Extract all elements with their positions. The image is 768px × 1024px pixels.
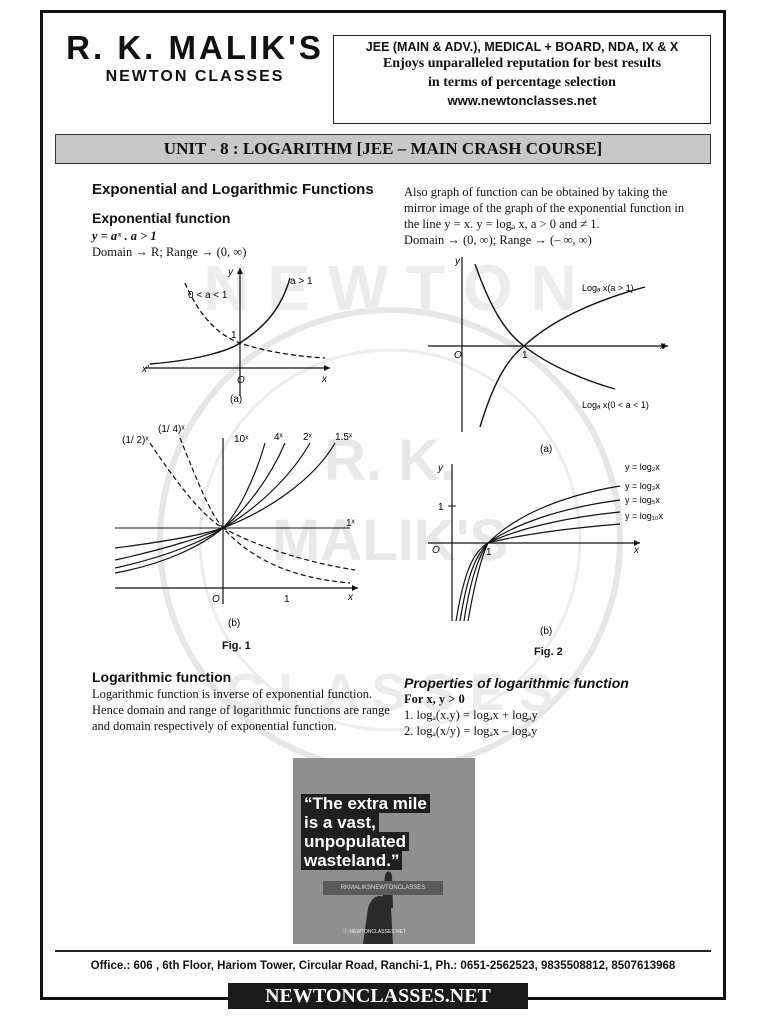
exp-function-title: Exponential function: [92, 210, 231, 226]
fig1b-label-15x: 1.5ˣ: [335, 432, 353, 443]
fig1a-graph: a > 1 0 < a < 1 y x x' O 1 (a): [141, 267, 330, 405]
fig2a-label-a-lt-1: Logₐ x(0 < a < 1): [582, 400, 649, 410]
fig2a-one-label: 1: [522, 350, 528, 361]
property-1: 1. logₐ(x.y) = logₐx + logₐy: [404, 708, 538, 722]
fig1b-label-quarter: (1/ 4)ˣ: [158, 424, 185, 435]
fig2b-one-x-label: 1: [486, 547, 492, 558]
fig1a-one-label: 1: [231, 330, 237, 341]
header-tagline-1: Enjoys unparalleled reputation for best …: [382, 56, 662, 71]
fig1a-xprime-label: x': [141, 364, 150, 375]
fig1a-curve-a-lt-1: [184, 282, 326, 359]
footer-site[interactable]: NEWTONCLASSES.NET: [228, 983, 528, 1009]
fig2b-label-log10: y = log₁₀x: [625, 511, 664, 521]
quote-line-2: is a vast,: [301, 813, 379, 832]
fig2a-caption: (a): [540, 444, 552, 455]
fig2a-origin-label: O: [454, 350, 462, 361]
fig1b-x-label: x: [347, 592, 354, 603]
fig2b-label-log5: y = log₅x: [625, 495, 660, 505]
fig1b-label-1x: 1ˣ: [346, 518, 356, 529]
fig1b-one-label: 1: [284, 594, 290, 605]
right-text-line-3: the line y = x. y = logₐ x, a > 0 and ≠ …: [404, 217, 600, 231]
facebook-icon: ⓕ: [343, 929, 349, 935]
fig2b-caption: (b): [540, 626, 552, 637]
fig1a-label-a-lt-1: 0 < a < 1: [188, 290, 228, 301]
log-text-line-1: Logarithmic function is inverse of expon…: [92, 687, 373, 701]
fig2b-curve-log3: [459, 499, 621, 622]
fig1a-y-label: y: [227, 267, 234, 278]
fig1a-origin-label: O: [237, 375, 245, 386]
fig2b-one-y-label: 1: [438, 502, 444, 513]
properties-condition: For x, y > 0: [404, 692, 465, 706]
right-text-line-2: mirror image of the graph of the exponen…: [404, 201, 685, 215]
log-function-title: Logarithmic function: [92, 669, 232, 685]
right-text-line-1: Also graph of function can be obtained b…: [404, 185, 668, 199]
fig1b-curve-half-x: [149, 442, 356, 571]
fig2a-x-label: x: [659, 341, 666, 352]
header-info-box: JEE (MAIN & ADV.), MEDICAL + BOARD, NDA,…: [333, 35, 711, 124]
header-url[interactable]: www.newtonclasses.net: [447, 93, 597, 108]
quote-site-text: NEWTONCLASSES.NET: [349, 929, 406, 935]
fig2b-label-log3: y = log₃x: [625, 481, 660, 491]
fig2b-label-log2: y = log₂x: [625, 462, 660, 472]
fig2b-curve-log10: [467, 523, 621, 622]
fig1b-label-2x: 2ˣ: [303, 432, 313, 443]
fig1a-x-label: x: [321, 374, 328, 385]
fig1-label: Fig. 1: [222, 640, 251, 652]
fig2a-label-a-gt-1: Logₐ x(a > 1): [582, 283, 634, 293]
right-text-line-4: Domain → (0, ∞); Range → (– ∞, ∞): [404, 233, 592, 247]
fig2b-y-label: y: [437, 463, 444, 474]
fig2-label: Fig. 2: [534, 646, 563, 658]
quote-line-4: wasteland.”: [301, 851, 403, 870]
brand-sub: NEWTON CLASSES: [105, 68, 285, 85]
section-title: Exponential and Logarithmic Functions: [92, 181, 374, 198]
fig2a-graph: y x O 1 Logₐ x(a > 1) Logₐ x(0 < a < 1) …: [428, 256, 668, 455]
header-courses: JEE (MAIN & ADV.), MEDICAL + BOARD, NDA,…: [365, 40, 679, 54]
fig1b-label-half: (1/ 2)ˣ: [122, 435, 149, 446]
properties-title: Properties of logarithmic function: [404, 675, 629, 691]
fig2b-curve-log2: [455, 485, 621, 622]
fig2b-x-label: x: [633, 545, 640, 556]
fig1a-label-a-gt-1: a > 1: [290, 276, 313, 287]
log-text-line-3: and domain respectively of exponential f…: [92, 719, 338, 733]
quote-site: ⓕ NEWTONCLASSES.NET: [343, 928, 406, 935]
fig1a-caption: (a): [230, 394, 242, 405]
fig2b-origin-label: O: [432, 545, 440, 556]
fig1b-curve-2x: [114, 442, 311, 561]
exp-formula: y = aˣ . a > 1: [92, 229, 157, 243]
footer-office: Office.: 606 , 6th Floor, Hariom Tower, …: [90, 960, 676, 972]
fig1b-origin-label: O: [212, 594, 220, 605]
fig2a-curve-a-lt-1: [474, 263, 616, 390]
quote-handle: RKMALIKSNEWTONCLASSES: [323, 881, 443, 895]
fig2b-graph: y x O 1 1 y = log₂x y = log₃x y = log₅x …: [428, 462, 664, 637]
quote-line-1: “The extra mile: [301, 794, 430, 813]
unit-title: UNIT - 8 : LOGARITHM [JEE – MAIN CRASH C…: [55, 134, 711, 164]
fig1b-curve-15x: [114, 442, 336, 549]
fig2b-curve-log5: [463, 511, 621, 622]
quote-image: “The extra mile is a vast, unpopulated w…: [293, 758, 475, 944]
fig1b-label-4x: 4ˣ: [274, 432, 284, 443]
header-tagline-2: in terms of percentage selection: [428, 75, 616, 90]
footer-divider: [55, 950, 711, 952]
fig1b-label-10x: 10ˣ: [234, 434, 249, 445]
log-text-line-2: Hence domain and range of logarithmic fu…: [92, 703, 390, 717]
exp-domain: Domain → R; Range → (0, ∞): [92, 245, 247, 259]
property-2: 2. logₐ(x/y) = logₐx – logₐy: [404, 724, 538, 738]
fig1b-curve-quarter-x: [179, 437, 351, 584]
quote-text: “The extra mile is a vast, unpopulated w…: [301, 794, 430, 870]
fig2a-y-label: y: [454, 256, 461, 267]
quote-line-3: unpopulated: [301, 832, 409, 851]
fig1b-graph: (1/ 2)ˣ (1/ 4)ˣ 10ˣ 4ˣ 2ˣ 1.5ˣ 1ˣ x O 1 …: [114, 424, 358, 629]
brand-name: R. K. MALIK'S: [66, 29, 324, 66]
brand: R. K. MALIK'S NEWTON CLASSES: [60, 30, 330, 86]
fig1b-caption: (b): [228, 618, 240, 629]
